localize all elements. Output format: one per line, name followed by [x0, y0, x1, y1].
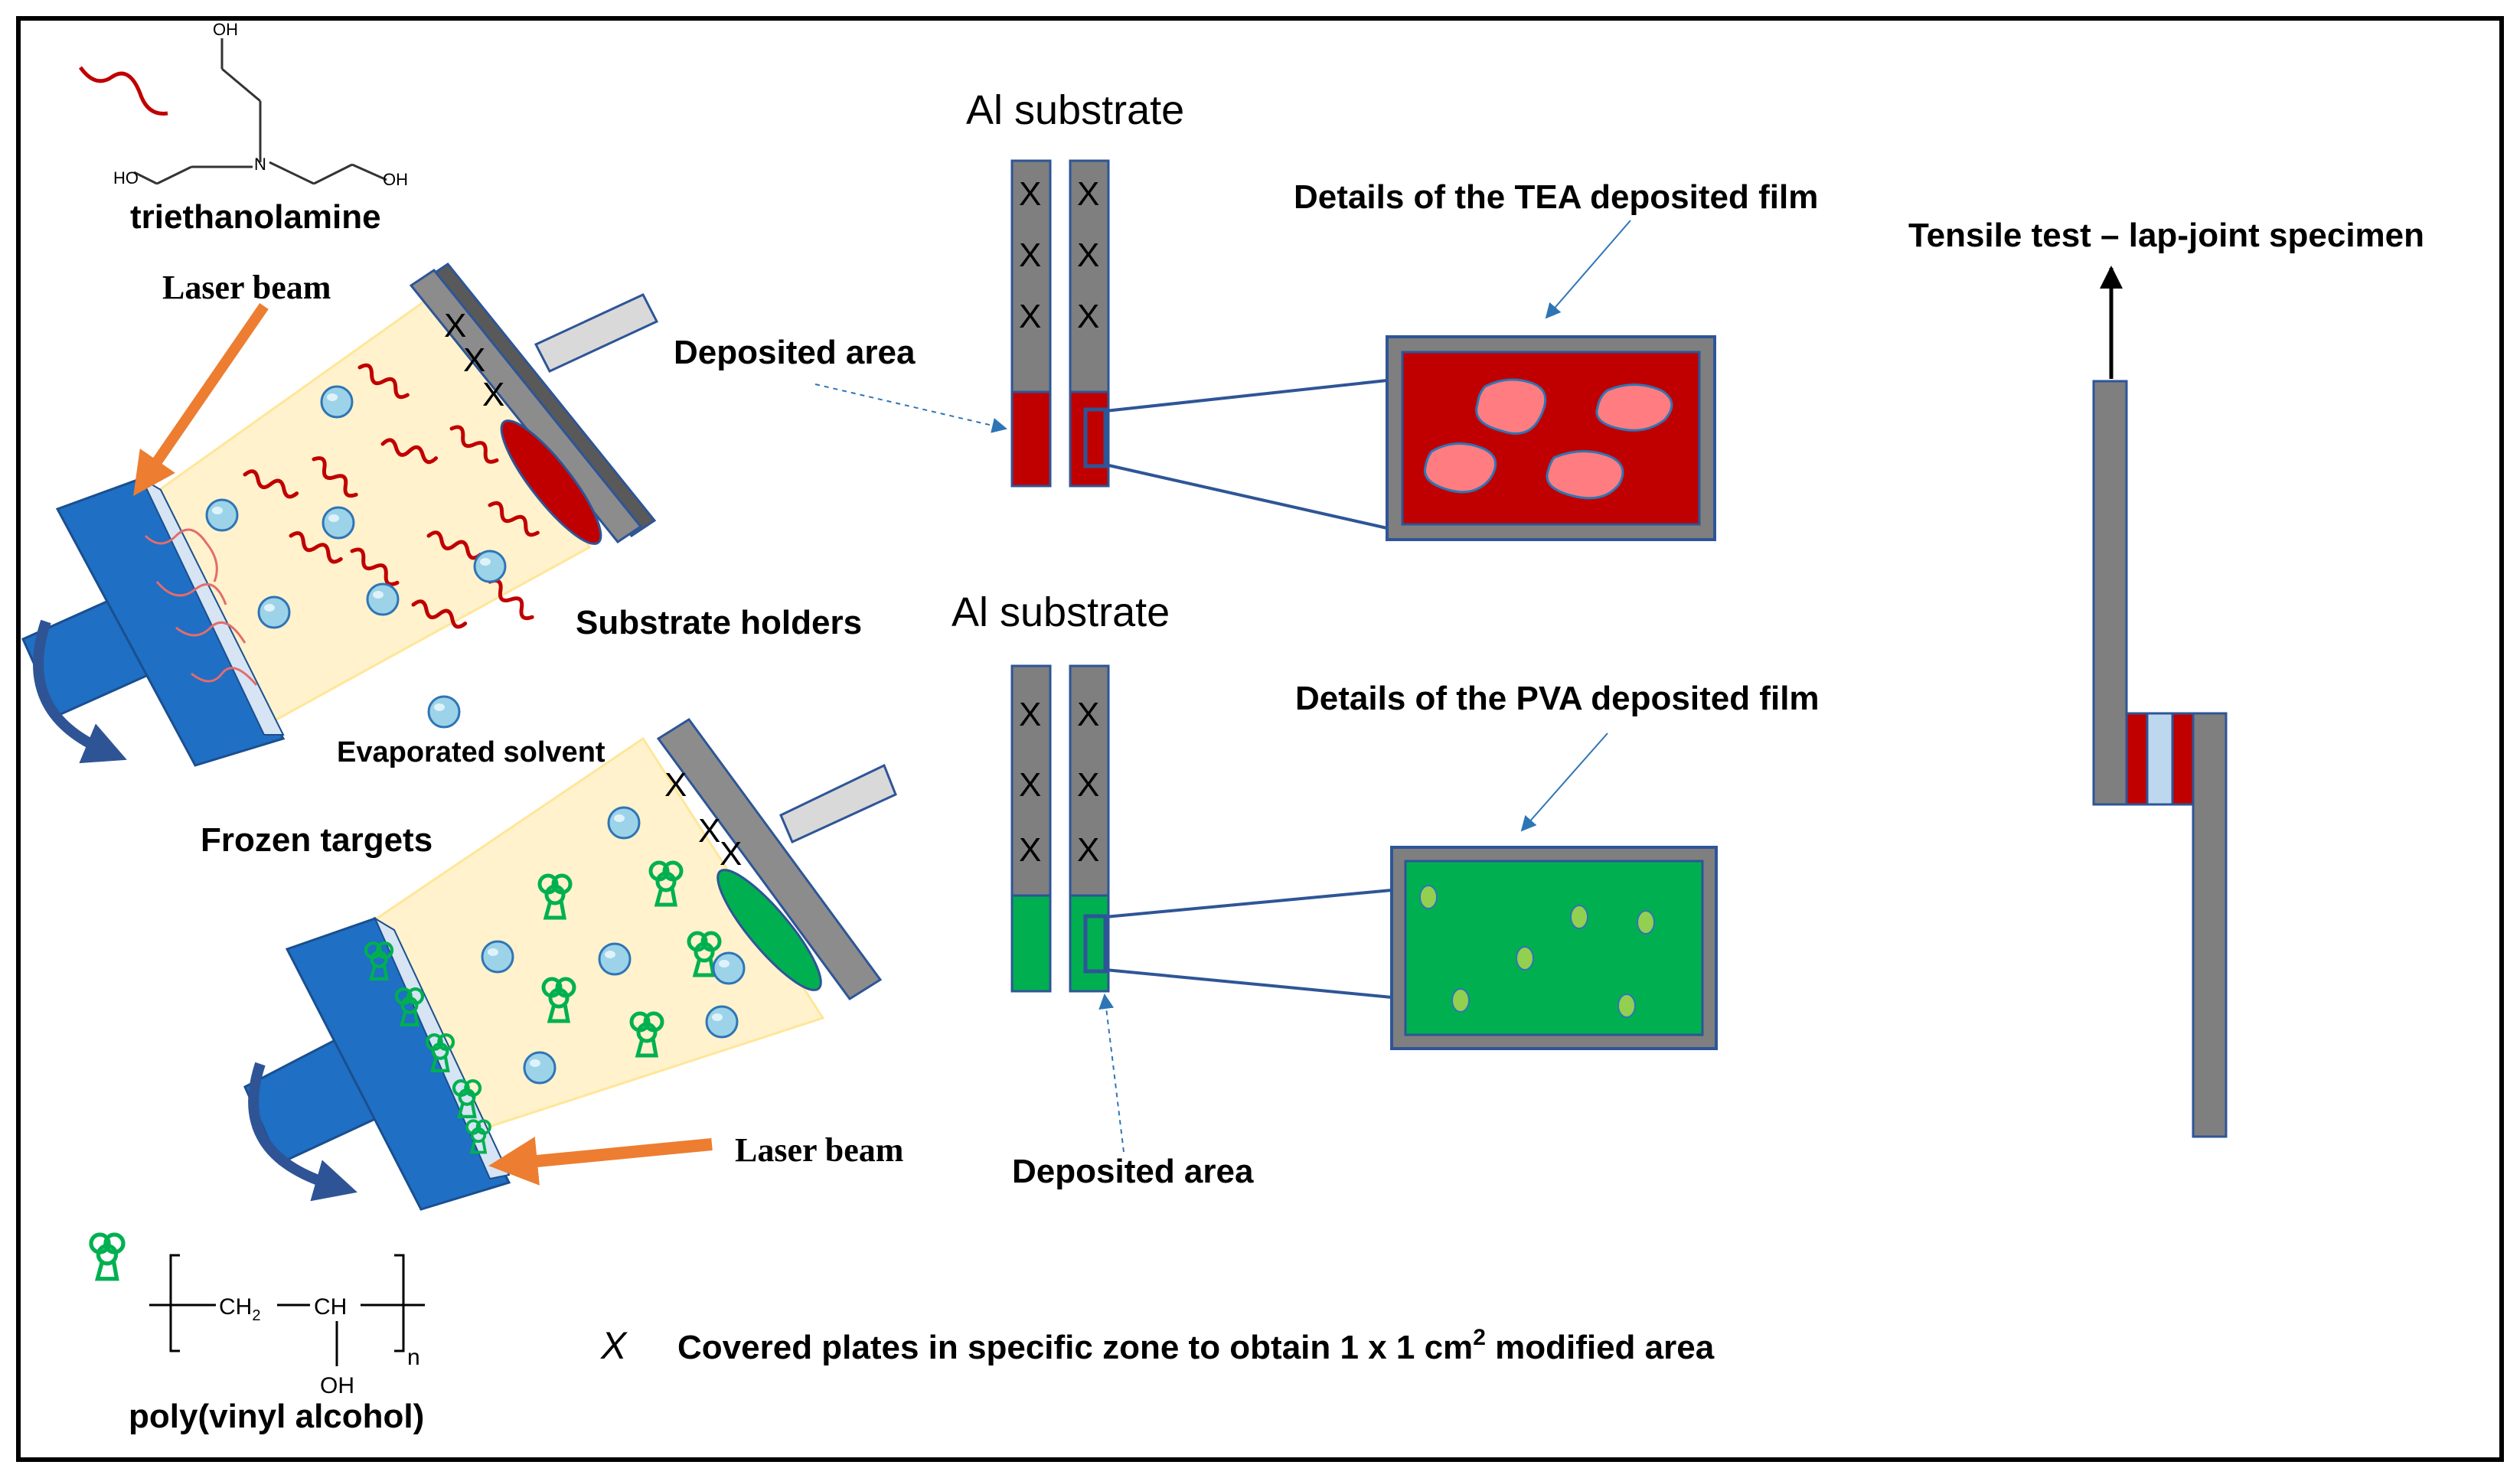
tea-pld-setup: X X X Laser beam: [21, 262, 659, 767]
mask-mark: X: [720, 835, 742, 873]
pva-ch: CH: [314, 1294, 347, 1320]
laser-beam-label-bottom: Laser beam: [735, 1131, 903, 1169]
mask-mark: X: [1077, 696, 1099, 733]
tensile-test-label: Tensile test – lap-joint specimen: [1908, 217, 2424, 254]
pva-structure: CH2 CH OH n poly(vinyl alcohol): [91, 1235, 425, 1435]
mask-mark: X: [1077, 831, 1099, 869]
evaporated-solvent-label: Evaporated solvent: [337, 736, 606, 768]
substrate-holder-bottom: [656, 717, 883, 1001]
al-substrate-label-top: Al substrate: [966, 87, 1184, 133]
tea-structure: OH N HO OH triethanolamine: [78, 20, 408, 236]
tea-details-pointer: [1545, 220, 1631, 319]
substrate-holder-rod-bottom: [779, 763, 897, 844]
mask-mark: X: [1019, 175, 1041, 213]
al-substrate-bottom: X X X X X X: [1010, 664, 1110, 993]
frozen-targets-label: Frozen targets: [201, 821, 433, 859]
lap-joint-specimen: [2092, 380, 2228, 1138]
deposited-area-pointer-bottom: [1098, 993, 1125, 1153]
pva-oh: OH: [320, 1373, 354, 1398]
pva-details-pointer: [1520, 732, 1608, 832]
triethanolamine-label: triethanolamine: [130, 198, 381, 236]
frozen-tea-target: [144, 528, 258, 686]
pva-details-label: Details of the PVA deposited film: [1295, 680, 1820, 717]
al-substrate-label-bottom: Al substrate: [952, 589, 1170, 635]
rotation-arrow-top: [33, 619, 127, 764]
pva-n: n: [407, 1345, 420, 1370]
pva-name-label: poly(vinyl alcohol): [129, 1398, 424, 1435]
mask-mark: X: [1019, 766, 1041, 804]
outer-frame: [16, 16, 2504, 1462]
laser-beam-top: [133, 303, 269, 497]
mask-mark: X: [1019, 298, 1041, 335]
tea-legend-icon: [78, 66, 168, 116]
pva-pld-setup: X X X Laser beam: [243, 717, 903, 1211]
lower-plate: [2192, 712, 2228, 1138]
mask-mark: X: [482, 376, 504, 413]
deposited-area-label-bottom: Deposited area: [1012, 1153, 1254, 1190]
deposited-area-label-top: Deposited area: [674, 334, 916, 371]
mask-mark: X: [1077, 237, 1099, 274]
mask-mark: X: [1077, 175, 1099, 213]
laser-beam-label-top: Laser beam: [162, 269, 331, 306]
pva-film-detail: [1390, 846, 1718, 1050]
legend-text: Covered plates in specific zone to obtai…: [677, 1325, 1715, 1366]
mask-mark: X: [1077, 766, 1099, 804]
mask-mark: X: [664, 766, 687, 804]
tea-film-detail: [1386, 335, 1716, 541]
tea-nitrogen: N: [254, 155, 266, 174]
al-substrate-top: X X X X X X: [1010, 159, 1110, 488]
laser-beam-bottom: [488, 1137, 713, 1186]
mask-mark: X: [698, 812, 720, 850]
zoom-lines: [1105, 379, 1392, 999]
mask-mark: X: [1019, 831, 1041, 869]
tea-film-right: [2171, 712, 2195, 806]
mask-mark: X: [1019, 696, 1041, 733]
mask-mark: X: [1019, 237, 1041, 274]
tea-oh-left: HO: [113, 168, 139, 188]
legend-x-mark: X: [600, 1324, 628, 1367]
pva-ch2: CH2: [219, 1294, 260, 1324]
rotation-arrow-bottom: [248, 1062, 357, 1202]
substrate-holders-label: Substrate holders: [576, 604, 862, 641]
upper-plate: [2092, 380, 2128, 806]
tea-film-on-holder: [500, 419, 602, 545]
mask-mark: X: [463, 341, 485, 379]
tea-details-label: Details of the TEA deposited film: [1294, 178, 1818, 216]
substrate-holder-rod-top: [534, 293, 659, 373]
target-holder-top: [55, 477, 286, 767]
evaporated-solvent-icon: [427, 695, 461, 729]
tea-oh-right: OH: [383, 170, 408, 189]
pva-film-on-holder: [717, 869, 822, 991]
tea-film-left: [2125, 712, 2149, 806]
mask-mark: X: [444, 307, 466, 344]
mask-mark: X: [1077, 298, 1099, 335]
tea-oh-top: OH: [213, 20, 238, 39]
